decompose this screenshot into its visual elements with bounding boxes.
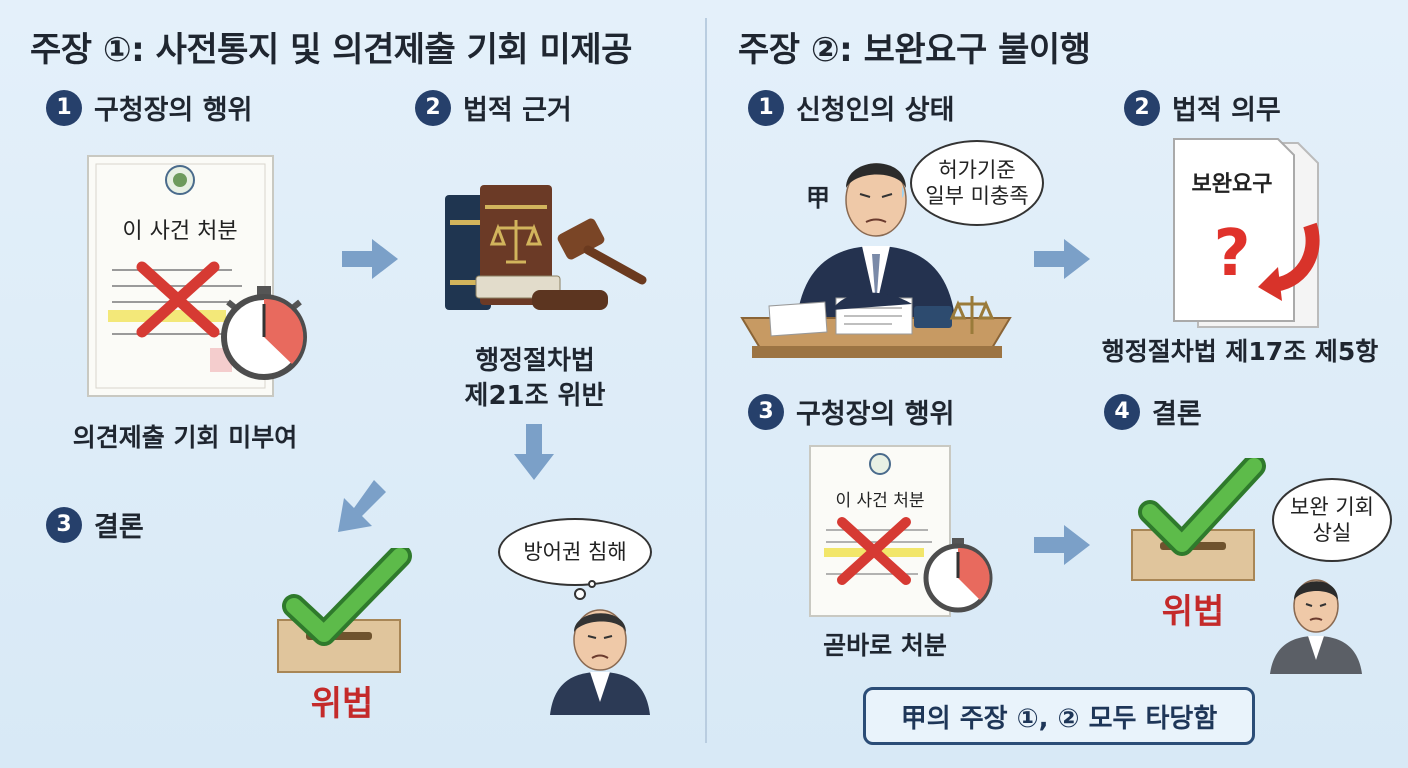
step-number: 3 xyxy=(748,393,784,430)
left-step-2: 2 법적 근거 xyxy=(415,88,572,127)
right-step-2: 2 법적 의무 xyxy=(1124,88,1281,127)
left-step-3: 3 결론 xyxy=(46,505,144,544)
right-step-3: 3 구청장의 행위 xyxy=(748,392,954,431)
arrow-right-icon xyxy=(342,239,398,279)
law-reference-17: 행정절차법 제17조 제5항 xyxy=(1101,337,1379,366)
ballot-box-check-illustration xyxy=(277,548,412,673)
check-mark-icon xyxy=(286,548,408,642)
step-number: 2 xyxy=(1124,89,1160,126)
step-label: 결론 xyxy=(94,512,144,543)
step-label: 결론 xyxy=(1152,399,1202,430)
applicant-at-desk-illustration xyxy=(740,163,1012,358)
worried-applicant-avatar xyxy=(550,580,650,715)
law-books-gavel-illustration xyxy=(445,185,647,310)
law-article: 제21조 위반 xyxy=(464,381,606,412)
document-title: 이 사건 처분 xyxy=(122,219,237,244)
supplement-request-document: 보완요구 ? xyxy=(1173,138,1320,328)
red-x-icon xyxy=(136,261,220,338)
left-panel-title: 주장 ①: 사전통지 및 의견제출 기회 미제공 xyxy=(30,30,632,70)
step-label: 구청장의 행위 xyxy=(796,399,955,430)
stopwatch-icon xyxy=(923,538,993,613)
document-title: 이 사건 처분 xyxy=(835,491,924,511)
request-doc-title: 보완요구 xyxy=(1192,172,1273,197)
arrow-down-left-icon xyxy=(338,480,386,532)
check-mark-icon xyxy=(1142,458,1262,552)
panel-divider xyxy=(705,18,707,743)
applicant-thought-bubble: 허가기준 일부 미충족 xyxy=(910,140,1044,226)
step-label: 신청인의 상태 xyxy=(796,95,955,126)
right-step-4: 4 결론 xyxy=(1104,392,1202,431)
stopwatch-icon xyxy=(221,286,307,380)
step-label: 구청장의 행위 xyxy=(94,95,253,126)
arrow-down-icon xyxy=(514,424,554,480)
step-number: 3 xyxy=(46,506,82,543)
scales-icon xyxy=(489,220,543,264)
applicant-avatar xyxy=(1270,579,1362,674)
scales-icon xyxy=(949,296,995,334)
bubble-line-2: 상실 xyxy=(1312,521,1352,545)
bubble-line-1: 허가기준 xyxy=(938,157,1016,182)
seal-icon xyxy=(869,453,891,475)
step-number: 1 xyxy=(748,89,784,126)
right-action-caption: 곧바로 처분 xyxy=(823,631,947,660)
applicant-tag: 甲 xyxy=(806,184,830,212)
step-label: 법적 근거 xyxy=(463,95,572,126)
left-verdict: 위법 xyxy=(310,684,374,724)
right-step-1: 1 신청인의 상태 xyxy=(748,88,954,127)
bubble-line-1: 보완 기회 xyxy=(1290,494,1374,519)
law-name: 행정절차법 xyxy=(475,346,595,376)
step-number: 4 xyxy=(1104,393,1140,430)
left-step-1: 1 구청장의 행위 xyxy=(46,88,252,127)
step-label: 법적 의무 xyxy=(1172,95,1281,126)
left-action-caption: 의견제출 기회 미부여 xyxy=(72,423,298,452)
ballot-box-check-illustration xyxy=(1131,458,1266,581)
step-number: 2 xyxy=(415,89,451,126)
arrow-right-icon xyxy=(1034,239,1090,279)
disposition-document-illustration: 이 사건 처분 xyxy=(809,445,993,617)
red-x-icon xyxy=(837,517,911,585)
right-verdict: 위법 xyxy=(1161,592,1225,632)
bubble-text: 방어권 침해 xyxy=(523,539,627,564)
arrow-right-icon xyxy=(1034,525,1090,565)
bubble-line-2: 일부 미충족 xyxy=(925,184,1029,208)
disposition-document-illustration: 이 사건 처분 xyxy=(87,155,307,397)
law-reference-21: 행정절차법 제21조 위반 xyxy=(430,344,640,414)
right-panel-title: 주장 ②: 보완요구 불이행 xyxy=(738,30,1091,70)
lost-opportunity-bubble: 보완 기회 상실 xyxy=(1272,478,1392,562)
defense-right-bubble: 방어권 침해 xyxy=(498,518,652,586)
step-number: 1 xyxy=(46,89,82,126)
final-conclusion-box: 甲의 주장 ①, ② 모두 타당함 xyxy=(863,687,1255,745)
gavel-icon xyxy=(532,218,647,310)
question-mark-icon: ? xyxy=(1213,217,1250,291)
